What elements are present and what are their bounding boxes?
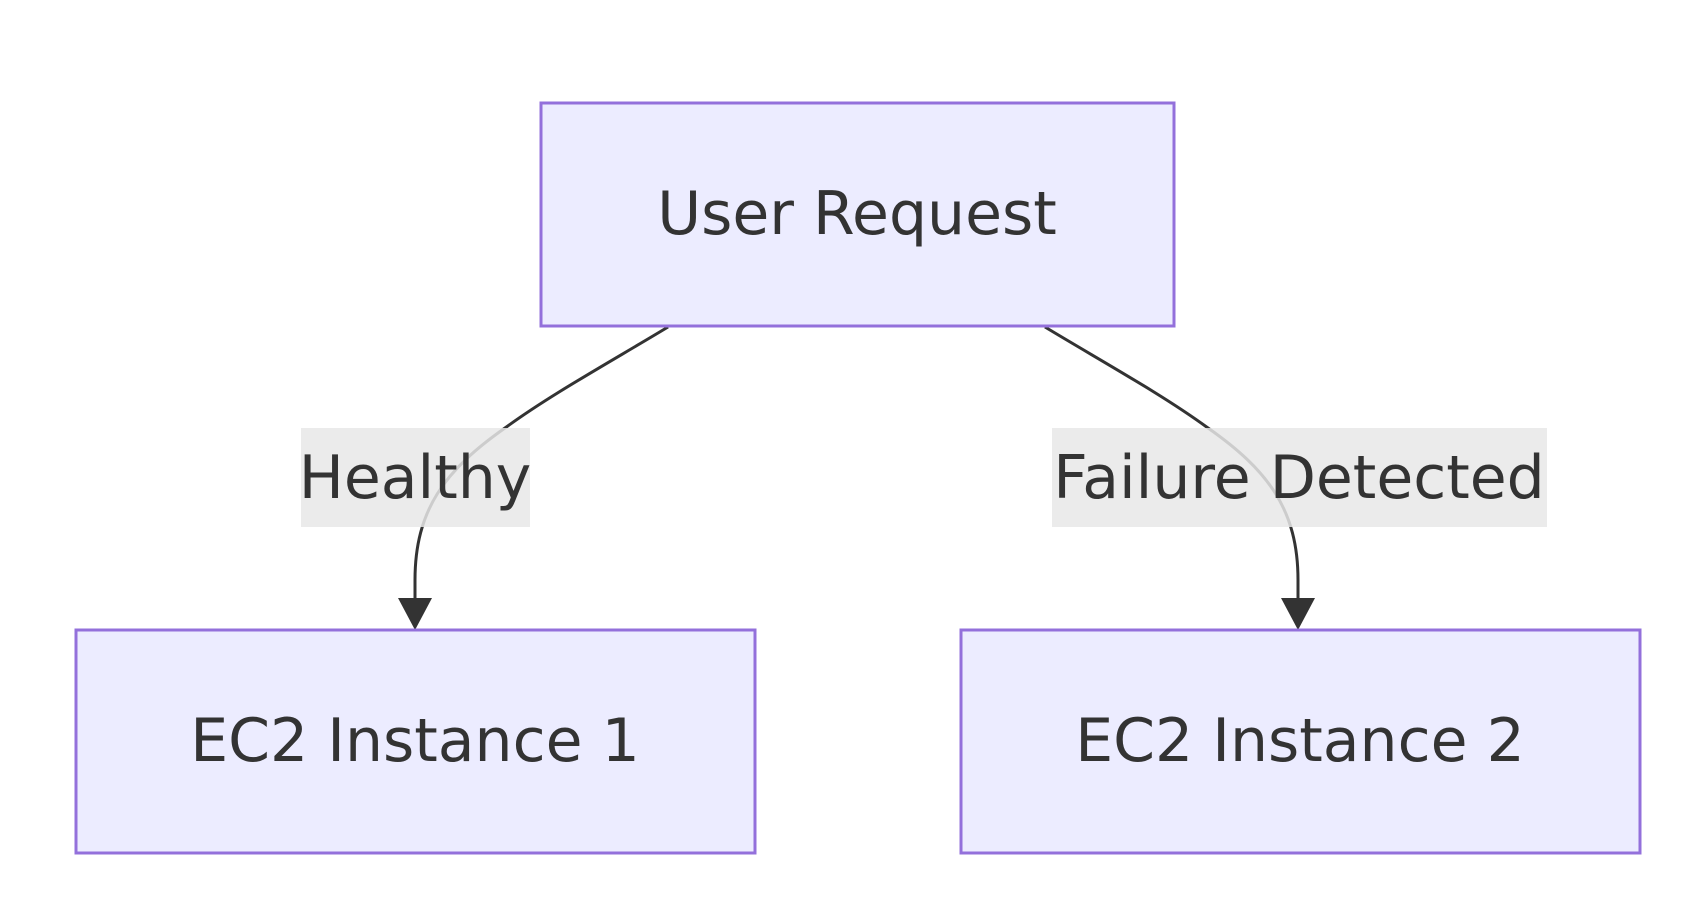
svg-text:Healthy: Healthy — [299, 443, 532, 513]
node-user-request: User Request — [539, 101, 1176, 328]
edge-label-healthy: Healthy — [299, 428, 532, 527]
svg-text:Failure Detected: Failure Detected — [1053, 443, 1545, 513]
node-ec2-instance-1: EC2 Instance 1 — [74, 628, 757, 855]
svg-text:User Request: User Request — [657, 179, 1057, 249]
edge-label-failure: Failure Detected — [1052, 428, 1547, 527]
edge-failure-arrowhead — [1281, 598, 1315, 630]
edge-healthy-arrowhead — [398, 598, 432, 630]
svg-text:EC2 Instance 2: EC2 Instance 2 — [1075, 706, 1525, 776]
node-ec2-instance-2: EC2 Instance 2 — [959, 628, 1642, 855]
svg-text:EC2 Instance 1: EC2 Instance 1 — [190, 706, 640, 776]
